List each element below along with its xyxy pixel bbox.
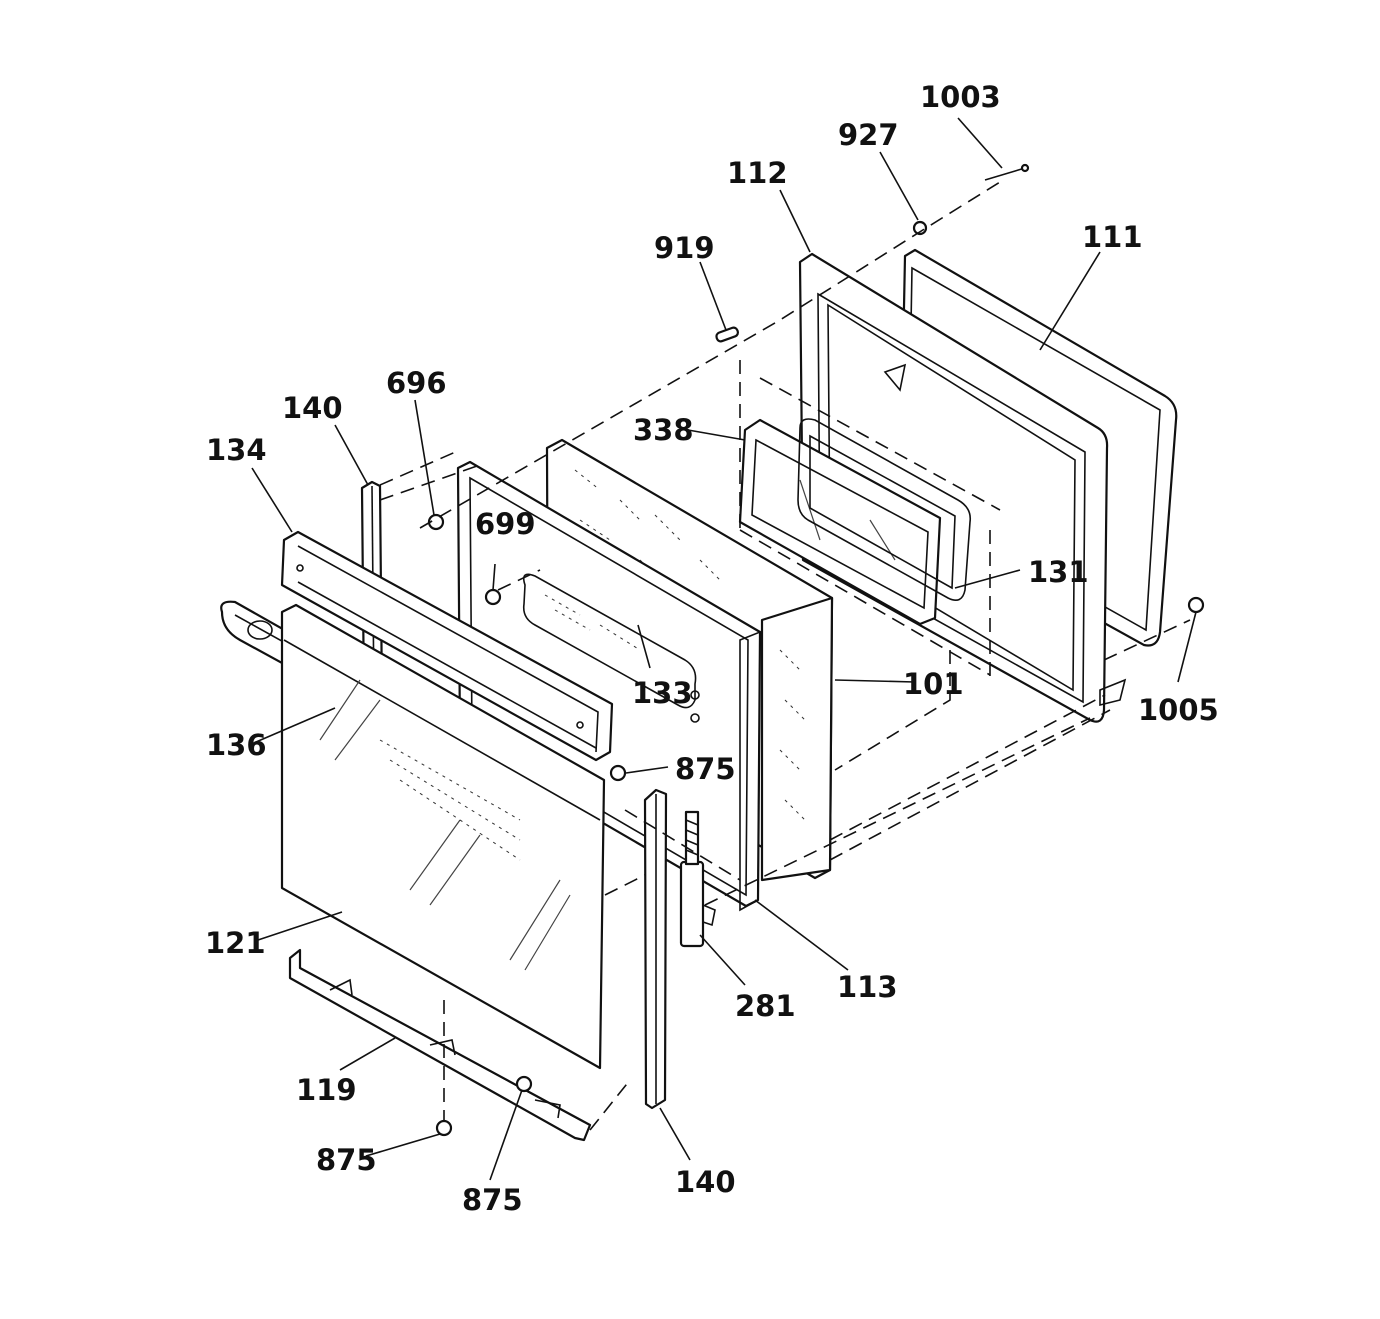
label-875-mid: 875: [675, 752, 736, 786]
door-bottom-trim: [288, 948, 592, 1142]
label-875-bottom: 875: [462, 1183, 523, 1217]
label-119: 119: [296, 1073, 357, 1107]
leader-lines: [251, 117, 1197, 1181]
pin-919: [715, 326, 740, 343]
pin-1003: [984, 167, 1026, 181]
label-111: 111: [1082, 220, 1143, 254]
label-136: 136: [206, 728, 267, 762]
label-699: 699: [475, 507, 536, 541]
door-hinge: [679, 810, 716, 948]
label-133: 133: [632, 676, 693, 710]
label-134: 134: [206, 433, 267, 467]
label-875-left: 875: [316, 1143, 377, 1177]
label-113: 113: [837, 970, 898, 1004]
label-927: 927: [838, 118, 899, 152]
label-1003: 1003: [920, 80, 1001, 114]
label-1005: 1005: [1138, 693, 1219, 727]
label-112: 112: [727, 156, 788, 190]
screw-875-mid: [609, 764, 627, 782]
outer-door-glass: [280, 603, 606, 1070]
fasteners: [427, 163, 1205, 1137]
label-140-bottom: 140: [675, 1165, 736, 1199]
assembly-lines: [379, 181, 1191, 1131]
label-131: 131: [1028, 555, 1089, 589]
label-338: 338: [633, 413, 694, 447]
vent-trim: [280, 530, 614, 762]
label-140-top: 140: [282, 391, 343, 425]
screw-875-left: [435, 1119, 453, 1137]
label-919: 919: [654, 231, 715, 265]
label-101: 101: [903, 667, 964, 701]
screw-875-bottom: [515, 1075, 533, 1093]
label-121: 121: [205, 926, 266, 960]
screw-1005: [1187, 596, 1205, 614]
door-gasket: [797, 418, 972, 601]
screw-699: [484, 588, 502, 606]
washer-927: [912, 220, 928, 236]
part-labels: 1003 927 112 111 919 696 140 134 338 699…: [205, 80, 1219, 1217]
door-side-rail-bottom: [643, 788, 668, 1110]
label-696: 696: [386, 366, 447, 400]
label-281: 281: [735, 989, 796, 1023]
